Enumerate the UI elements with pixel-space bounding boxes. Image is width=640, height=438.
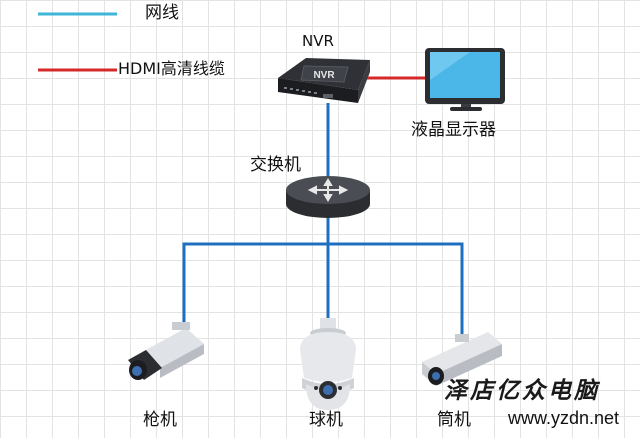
watermark-title: 泽店亿众电脑 [444, 377, 600, 404]
bullet-camera-device [128, 322, 204, 380]
dome-camera-device [300, 318, 356, 410]
switch-label: 交换机 [250, 155, 301, 175]
nvr-device: NVR [278, 58, 370, 103]
box-camera-label: 筒机 [437, 410, 471, 430]
nvr-badge: NVR [313, 70, 335, 81]
bullet-camera-label: 枪机 [143, 410, 177, 430]
monitor-device [425, 48, 505, 111]
nvr-label: NVR [302, 32, 334, 50]
watermark-url: www.yzdn.net [508, 408, 620, 428]
switch-device [286, 176, 370, 218]
legend-network-label: 网线 [145, 3, 179, 23]
network-links [182, 103, 464, 337]
legend-hdmi-label: HDMI高清线缆 [118, 59, 225, 78]
dome-camera-label: 球机 [309, 410, 343, 430]
monitor-label: 液晶显示器 [411, 120, 496, 140]
box-camera-device [422, 332, 502, 386]
